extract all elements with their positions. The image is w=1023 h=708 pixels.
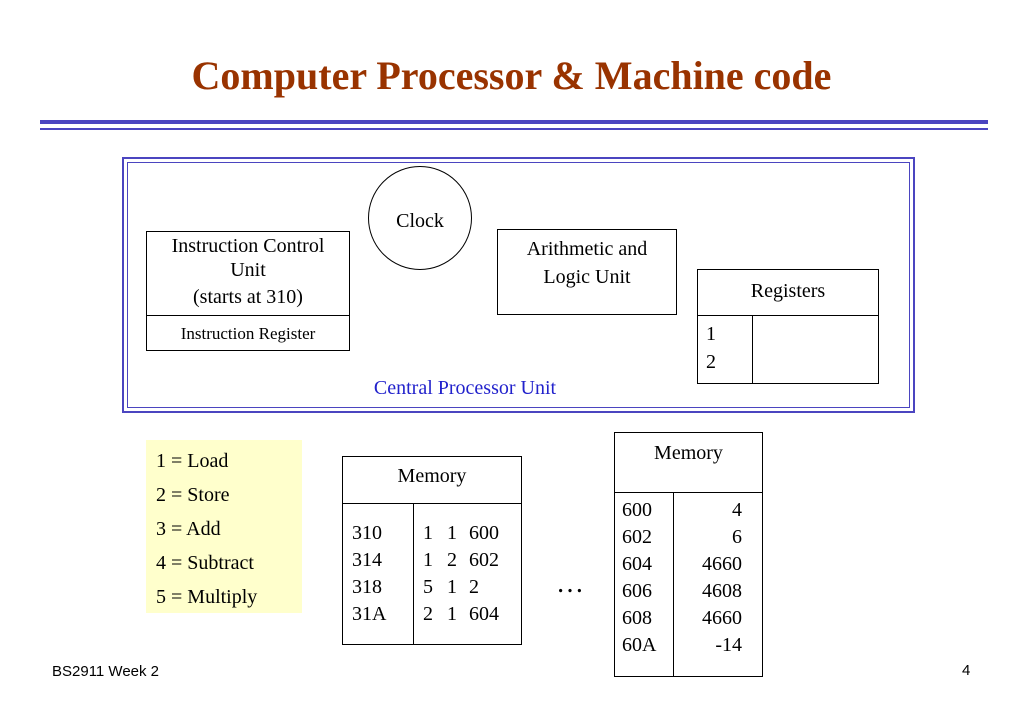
memory-left-address: 318 bbox=[352, 576, 382, 598]
footer-course: BS2911 Week 2 bbox=[52, 663, 160, 680]
memory-table-right bbox=[614, 432, 763, 677]
memory-left-address: 31A bbox=[352, 603, 387, 625]
cpu-frame-inner bbox=[127, 162, 910, 408]
alu-line1: Arithmetic and bbox=[526, 238, 648, 260]
memory-right-value: 4608 bbox=[702, 580, 742, 602]
register-row: 2 bbox=[706, 351, 716, 373]
memory-left-addr: 602 bbox=[469, 549, 499, 571]
memory-left-addr: 2 bbox=[469, 576, 479, 598]
page-number: 4 bbox=[962, 662, 971, 679]
memory-right-address: 604 bbox=[622, 553, 652, 575]
memory-right-value: -14 bbox=[715, 634, 742, 656]
title-rule-thick bbox=[40, 120, 988, 124]
registers-box bbox=[697, 269, 879, 384]
memory-right-value: 4660 bbox=[702, 553, 742, 575]
memory-right-divider bbox=[614, 492, 763, 493]
memory-right-address: 608 bbox=[622, 607, 652, 629]
memory-right-header: Memory bbox=[654, 442, 723, 464]
memory-ellipsis: … bbox=[556, 568, 585, 599]
opcode-item: 2 = Store bbox=[156, 484, 230, 506]
memory-left-op: 5 bbox=[423, 576, 433, 598]
clock-circle bbox=[368, 166, 472, 270]
memory-left-reg: 2 bbox=[447, 549, 457, 571]
memory-left-address: 310 bbox=[352, 522, 382, 544]
memory-right-value: 6 bbox=[732, 526, 742, 548]
opcode-item: 1 = Load bbox=[156, 450, 229, 472]
instruction-register-label: Instruction Register bbox=[180, 324, 316, 343]
icu-line3: (starts at 310) bbox=[193, 286, 303, 308]
registers-divider bbox=[697, 315, 879, 316]
page-title: Computer Processor & Machine code bbox=[191, 53, 832, 98]
memory-left-op: 1 bbox=[423, 549, 433, 571]
alu-line2: Logic Unit bbox=[543, 266, 631, 288]
opcode-item: 4 = Subtract bbox=[156, 552, 254, 574]
opcode-legend: 1 = Load 2 = Store 3 = Add 4 = Subtract … bbox=[146, 440, 302, 613]
title-rule-thin bbox=[40, 128, 988, 130]
memory-left-divider bbox=[342, 503, 522, 504]
memory-right-value: 4 bbox=[732, 499, 742, 521]
alu-box bbox=[497, 229, 677, 315]
clock-label: Clock bbox=[396, 210, 444, 232]
register-row: 1 bbox=[706, 323, 716, 345]
cpu-frame-outer bbox=[122, 157, 915, 413]
icu-line1: Instruction Control bbox=[171, 235, 325, 257]
memory-right-value: 4660 bbox=[702, 607, 742, 629]
memory-left-reg: 1 bbox=[447, 522, 457, 544]
instruction-control-unit-box bbox=[146, 231, 350, 351]
memory-right-address: 60A bbox=[622, 634, 657, 656]
memory-left-op: 2 bbox=[423, 603, 433, 625]
memory-right-address: 602 bbox=[622, 526, 652, 548]
registers-header: Registers bbox=[750, 280, 826, 302]
opcode-item: 5 = Multiply bbox=[156, 586, 258, 608]
icu-line2: Unit bbox=[230, 259, 266, 281]
memory-left-op: 1 bbox=[423, 522, 433, 544]
memory-right-address: 606 bbox=[622, 580, 652, 602]
memory-left-address: 314 bbox=[352, 549, 382, 571]
memory-left-header: Memory bbox=[397, 465, 467, 487]
memory-table-left bbox=[342, 456, 522, 645]
memory-left-reg: 1 bbox=[447, 576, 457, 598]
registers-column-divider bbox=[752, 315, 753, 384]
memory-right-address: 600 bbox=[622, 499, 652, 521]
icu-divider bbox=[146, 315, 350, 316]
memory-left-addr: 604 bbox=[469, 603, 499, 625]
memory-left-reg: 1 bbox=[447, 603, 457, 625]
cpu-label: Central Processor Unit bbox=[373, 377, 557, 399]
memory-left-column-divider bbox=[413, 503, 414, 645]
memory-right-column-divider bbox=[673, 492, 674, 677]
memory-left-addr: 600 bbox=[469, 522, 499, 544]
opcode-item: 3 = Add bbox=[156, 518, 221, 540]
